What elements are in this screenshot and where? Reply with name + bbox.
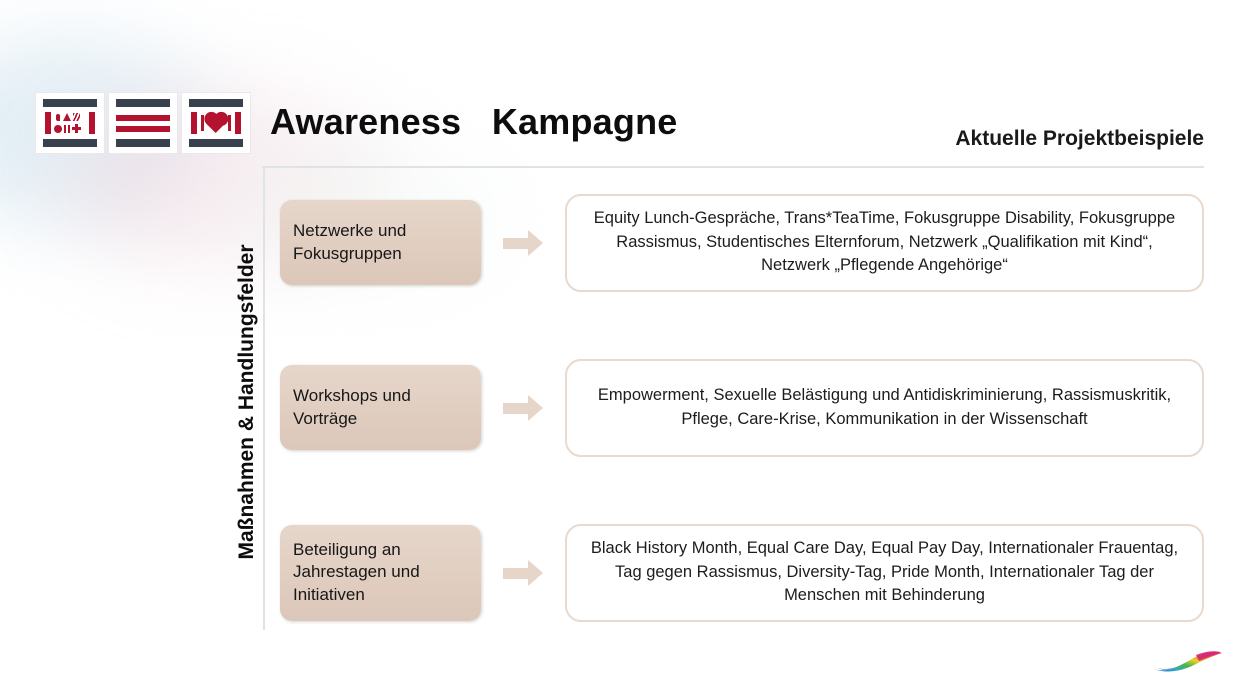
red-stripe-1	[116, 114, 170, 121]
arrow-right-icon	[481, 394, 565, 421]
logo-red-bar-right	[89, 112, 95, 134]
logo-red-bar-left	[45, 112, 51, 134]
examples-box[interactable]: Empowerment, Sexuelle Belästigung und An…	[565, 358, 1204, 457]
logo-tile3-content	[189, 107, 243, 139]
red-stripes-logo	[108, 92, 178, 154]
logo-block	[35, 92, 251, 154]
heart-icon	[206, 113, 226, 133]
rainbow-swoosh-logo	[1154, 651, 1222, 672]
circle-icon	[54, 124, 62, 133]
bars-icon	[63, 124, 71, 133]
logo-bar-bottom	[43, 139, 97, 147]
header-divider	[262, 166, 1204, 168]
arrow-right-icon	[481, 559, 565, 586]
logo-bar-top	[116, 99, 170, 107]
logo-red-bar-left	[191, 112, 197, 134]
axis-label-measures: Maßnahmen & Handlungsfelder	[235, 244, 258, 560]
spacer-icon-2	[84, 128, 85, 129]
column-header-examples: Aktuelle Projektbeispiele	[955, 127, 1204, 150]
logo-red-bar-right	[235, 112, 241, 134]
table-row: Netzwerke und Fokusgruppen Equity Lunch-…	[280, 190, 1204, 295]
table-row: Workshops und Vorträge Empowerment, Sexu…	[280, 355, 1204, 460]
diversity-symbols-logo	[35, 92, 105, 154]
logo-tile1-content	[43, 107, 97, 139]
logo-symbol-grid	[53, 112, 87, 134]
logo-bar-bottom	[116, 139, 170, 147]
logo-bar-bottom	[189, 139, 243, 147]
plus-icon	[72, 124, 81, 134]
red-stripe-2	[116, 125, 170, 132]
triangle-icon	[63, 113, 71, 122]
category-box[interactable]: Netzwerke und Fokusgruppen	[280, 200, 481, 285]
hash-icon	[73, 113, 80, 122]
logo-bar-top	[189, 99, 243, 107]
examples-box[interactable]: Equity Lunch-Gespräche, Trans*TeaTime, F…	[565, 193, 1204, 292]
category-box[interactable]: Workshops und Vorträge	[280, 365, 481, 450]
page-title: Awareness Kampagne	[270, 101, 678, 142]
examples-box[interactable]: Black History Month, Equal Care Day, Equ…	[565, 523, 1204, 622]
table-row: Beteiligung an Jahrestagen und Initiativ…	[280, 520, 1204, 625]
comma-icon	[56, 113, 60, 121]
arrow-right-icon	[481, 229, 565, 256]
heart-logo	[181, 92, 251, 154]
category-box[interactable]: Beteiligung an Jahrestagen und Initiativ…	[280, 524, 481, 621]
logo-tile2-content	[116, 107, 170, 139]
spacer-icon	[84, 117, 85, 118]
logo-bar-top	[43, 99, 97, 107]
